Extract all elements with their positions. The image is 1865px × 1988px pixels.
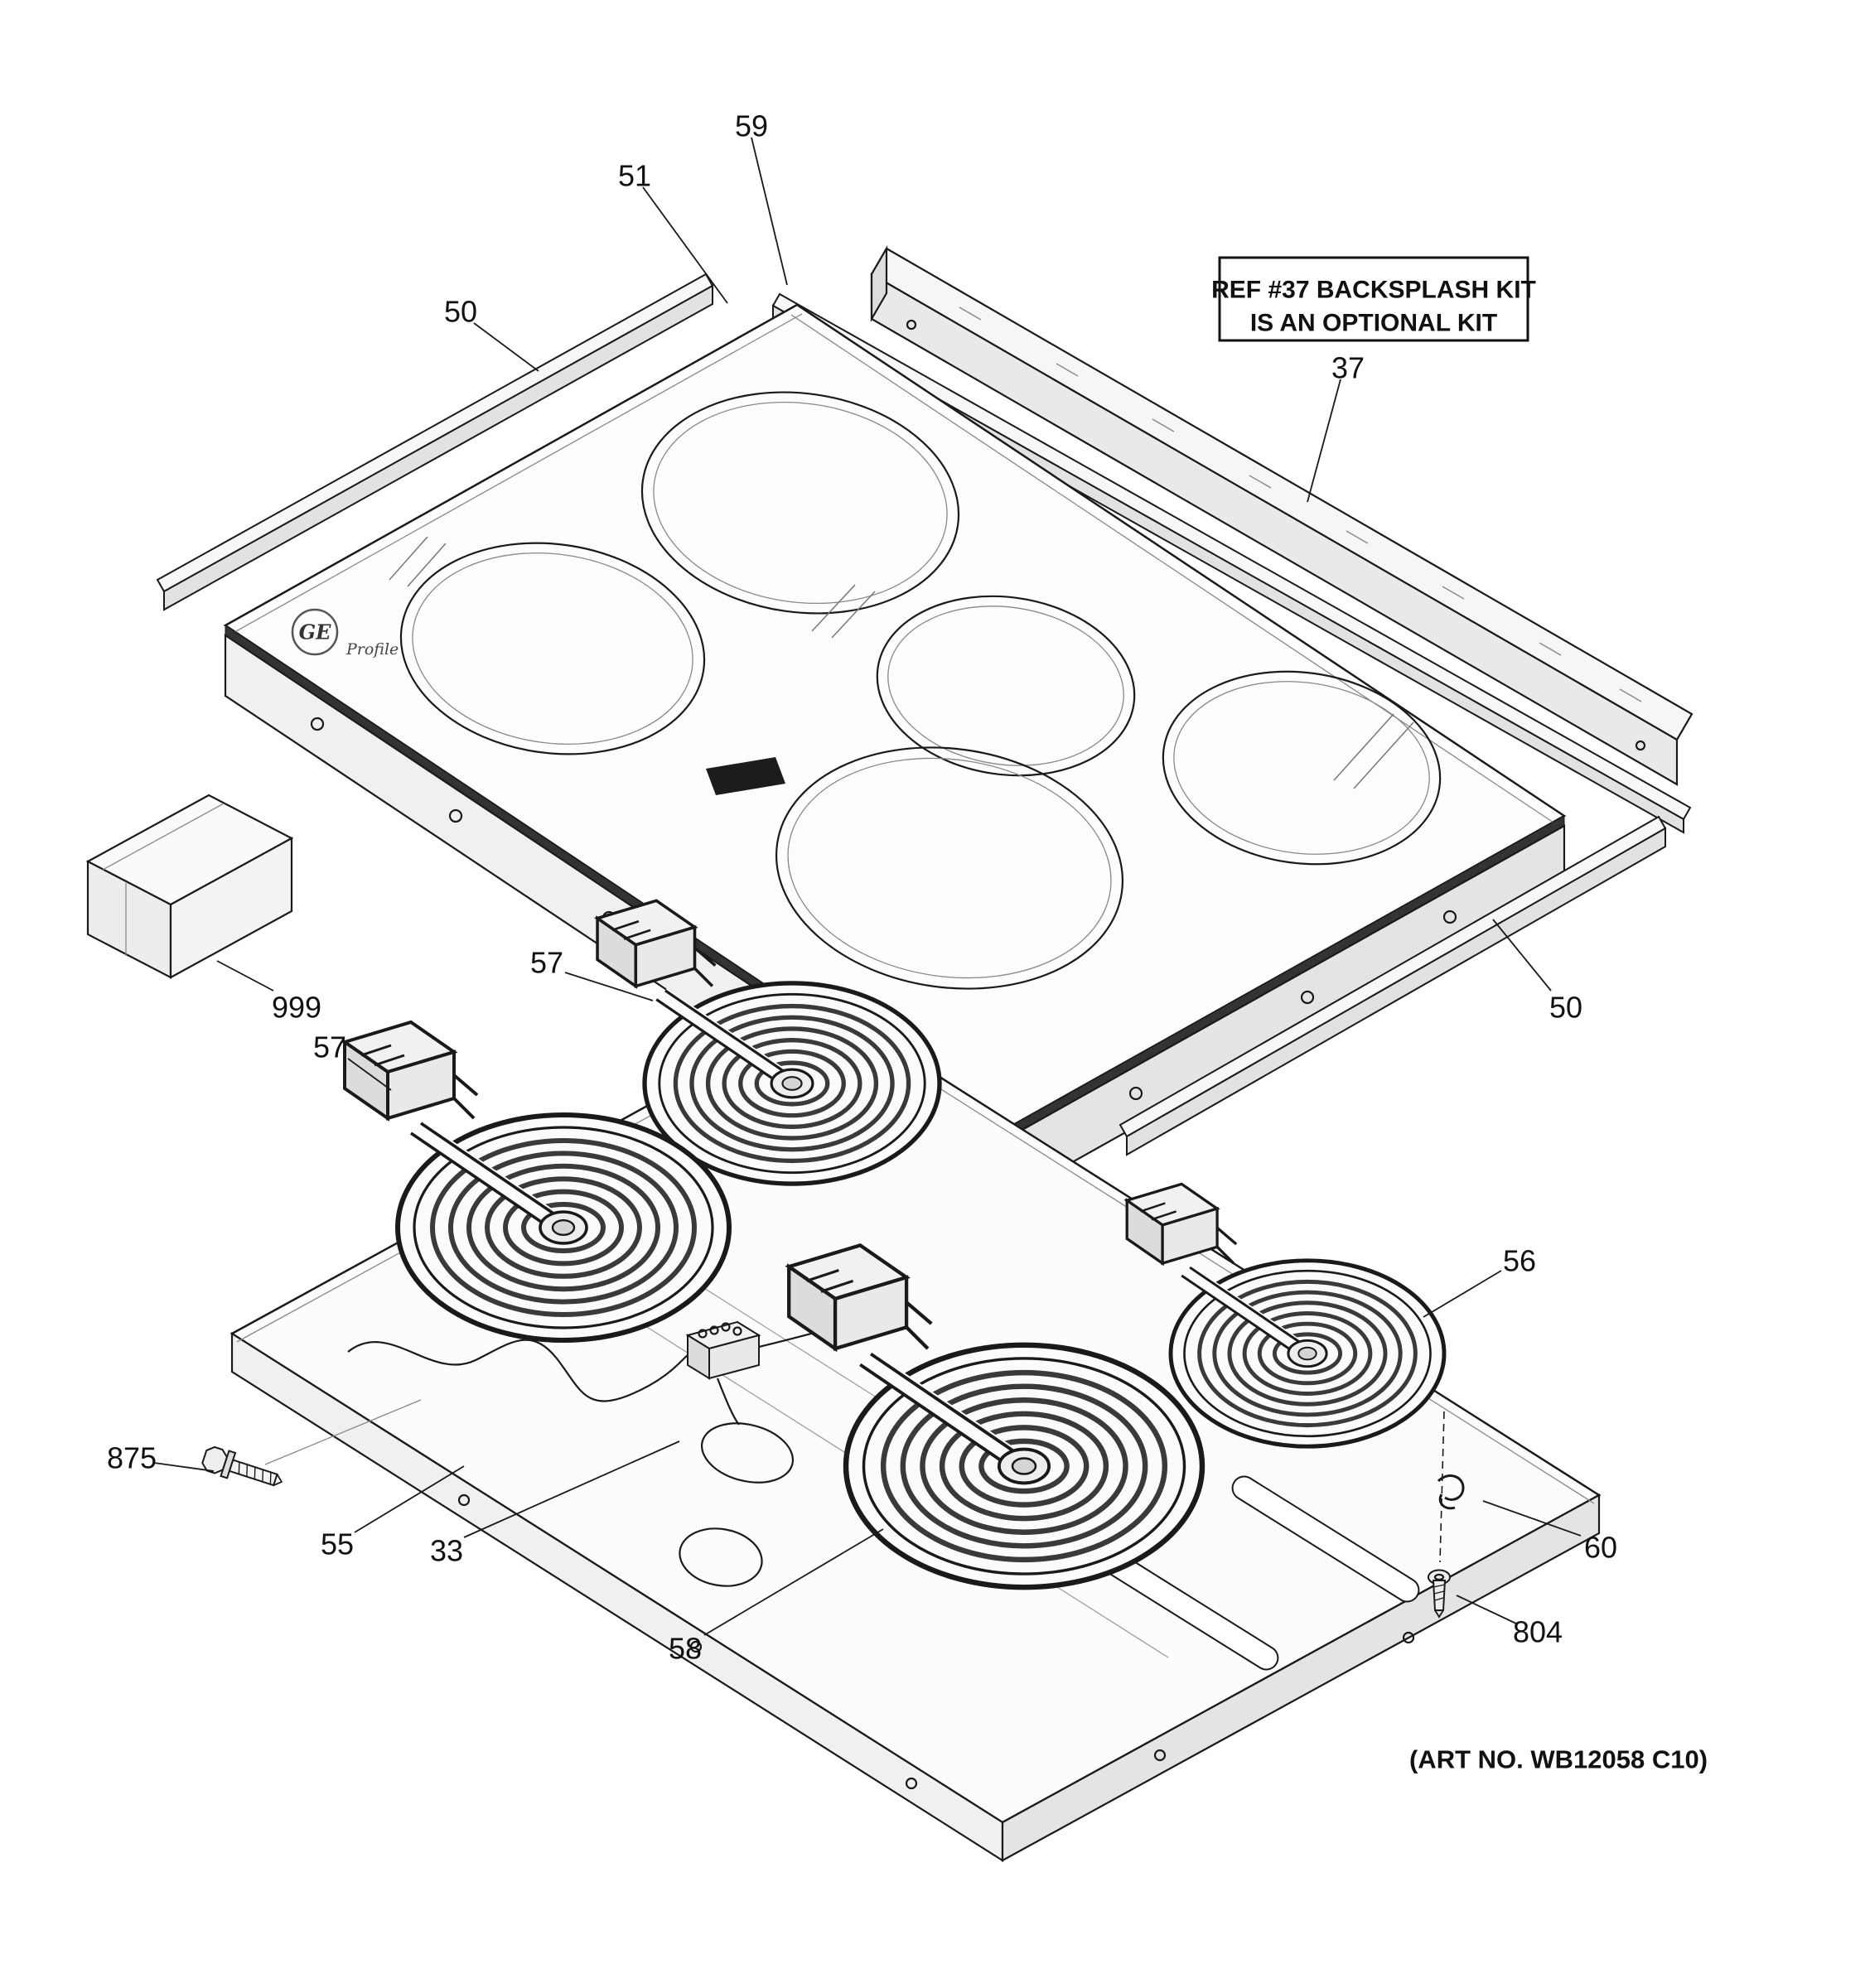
callout-58: 58 (669, 1632, 702, 1666)
pan-face-holes (457, 1493, 1415, 1790)
burner-zone-right (1162, 670, 1442, 866)
burner-zone-left (399, 542, 706, 755)
leader-line (354, 1465, 465, 1533)
leader-line (1423, 1270, 1502, 1318)
leader-line (216, 960, 274, 992)
callout-875: 875 (107, 1441, 157, 1475)
leader-line (751, 137, 788, 286)
leader-line (347, 1058, 392, 1091)
callout-50-right: 50 (1549, 991, 1582, 1025)
retainer-clip (1437, 1474, 1465, 1510)
burner-zone-front-center (775, 746, 1124, 990)
callout-33: 33 (430, 1534, 463, 1568)
callout-55: 55 (321, 1527, 354, 1561)
leader-line (564, 972, 654, 1001)
rear-trim-strip (771, 292, 1692, 834)
screw-875-icon (201, 1445, 283, 1487)
leader-line (1307, 379, 1341, 503)
leader-line (473, 322, 539, 372)
callout-60: 60 (1584, 1531, 1617, 1565)
callout-57-top: 57 (530, 946, 563, 980)
wire-loop (700, 1422, 795, 1484)
leader-line (1456, 1595, 1517, 1624)
art-number: (ART NO. WB12058 C10) (1409, 1745, 1708, 1774)
parts-box (85, 794, 294, 979)
leader-lines (153, 137, 1582, 1636)
burner-zone-center (876, 595, 1136, 777)
backsplash-panel (870, 244, 1693, 786)
callout-56: 56 (1503, 1244, 1536, 1278)
callout-37: 37 (1331, 351, 1365, 385)
leader-line (1492, 919, 1552, 992)
leader-line (703, 1528, 884, 1636)
leader-line (463, 1440, 680, 1538)
callout-57-left: 57 (313, 1030, 346, 1064)
alignment-dashed-line (1439, 1411, 1445, 1563)
pan-slot (1231, 1475, 1420, 1603)
screw-804-icon (1428, 1569, 1451, 1619)
ge-monogram-text: GE (299, 620, 331, 644)
callout-59: 59 (735, 109, 768, 143)
ge-logo-icon: GE Profile (291, 608, 399, 659)
side-trim-right (1119, 815, 1667, 1156)
wire-harness (347, 1320, 844, 1484)
callout-labels: 59 51 50 37 50 999 57 57 56 875 55 33 58… (107, 109, 1617, 1666)
ge-series-text: Profile (345, 640, 399, 659)
callout-51: 51 (618, 159, 651, 193)
leader-line (153, 1462, 215, 1472)
backsplash-screw-hole (906, 319, 917, 331)
callout-999: 999 (272, 991, 321, 1025)
callout-804: 804 (1513, 1615, 1563, 1649)
leader-line (642, 186, 728, 304)
note-line-1: REF #37 BACKSPLASH KIT (1211, 277, 1536, 304)
callout-50-left: 50 (444, 295, 477, 329)
indicator-plate (706, 757, 785, 795)
backsplash-screw-hole (1635, 740, 1646, 751)
pan-round-opening (679, 1527, 763, 1587)
pointer-line-875 (264, 1399, 422, 1465)
terminal-junction-block (685, 1320, 761, 1380)
backsplash-texture (959, 306, 1642, 702)
side-trim-left (156, 273, 714, 611)
burner-zone-rear-center (640, 391, 960, 615)
note-box: REF #37 BACKSPLASH KIT IS AN OPTIONAL KI… (1211, 256, 1536, 342)
glass-reflection-marks (389, 536, 1414, 789)
leader-line (1482, 1500, 1582, 1537)
note-line-2: IS AN OPTIONAL KIT (1250, 310, 1497, 337)
